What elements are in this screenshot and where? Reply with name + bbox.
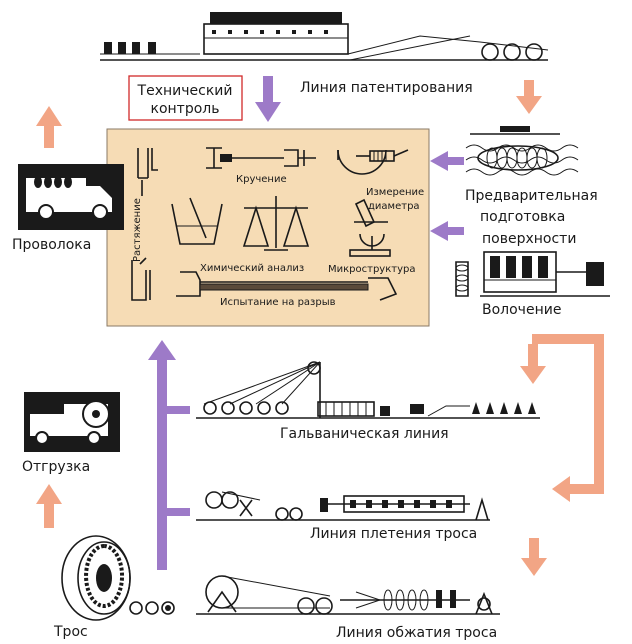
furnace-icon	[203, 12, 349, 55]
patenting-line-label: Линия патентирования	[300, 80, 473, 96]
payoff-spools-icon	[100, 42, 200, 55]
arrow-down-to-lab	[255, 76, 281, 122]
rope-laying-machine	[196, 491, 490, 521]
galvanic-line-label: Гальваническая линия	[280, 426, 449, 442]
diameter-label-2: диаметра	[368, 201, 420, 212]
surface-prep-label-1: Предварительная	[465, 188, 598, 204]
surface-prep-label-2: подготовка	[480, 209, 565, 225]
rope-compacting-machine	[196, 575, 500, 615]
rope-compacting-label: Линия обжатия троса	[336, 625, 497, 641]
rope-label: Трос	[53, 624, 88, 640]
patenting-line-machine	[100, 12, 549, 61]
beaker-icon	[171, 197, 223, 245]
diameter-label-1: Измерение	[366, 187, 424, 198]
micro-label: Микроструктура	[328, 264, 415, 275]
purple-collector-arrow	[148, 340, 190, 570]
rope-spool-icon	[61, 535, 175, 621]
wire-label: Проволока	[12, 237, 91, 253]
salmon-loop-arrow	[520, 334, 604, 502]
chem-label: Химический анализ	[200, 263, 304, 274]
arrow-down-compacting	[521, 538, 547, 576]
galvanic-line-machine	[196, 361, 540, 419]
takeup-pulleys-icon	[481, 43, 543, 61]
arrow-surface-to-lab	[430, 151, 464, 171]
arrow-up-shipment	[36, 484, 62, 528]
balance-scale-icon	[242, 196, 310, 251]
tension-test-icon	[131, 148, 158, 301]
rope-laying-label: Линия плетения троса	[310, 526, 477, 542]
drawing-machine-icon	[455, 251, 610, 297]
tech-control-label-2: контроль	[151, 101, 220, 117]
arrow-down-patenting	[516, 80, 542, 114]
arrow-drawing-to-lab	[430, 221, 464, 241]
break-test-icon	[176, 271, 398, 301]
surface-prep-label-3: поверхности	[482, 231, 576, 247]
drawing-label: Волочение	[482, 302, 561, 318]
shipment-label: Отгрузка	[22, 459, 90, 475]
torsion-test-icon	[206, 147, 316, 169]
shipment-truck-icon	[24, 392, 120, 452]
tension-label: Растяжение	[132, 198, 143, 262]
wire-truck-icon	[18, 164, 124, 230]
tech-control-label-1: Технический	[137, 83, 233, 99]
microscope-icon	[349, 198, 391, 257]
lab-panel	[106, 128, 430, 327]
break-test-label: Испытание на разрыв	[220, 297, 336, 308]
arrow-up-wire	[36, 106, 62, 148]
tech-control-box	[128, 75, 243, 121]
micrometer-icon	[337, 149, 409, 175]
surface-prep-tank-icon	[465, 126, 579, 176]
torsion-label: Кручение	[236, 174, 287, 185]
